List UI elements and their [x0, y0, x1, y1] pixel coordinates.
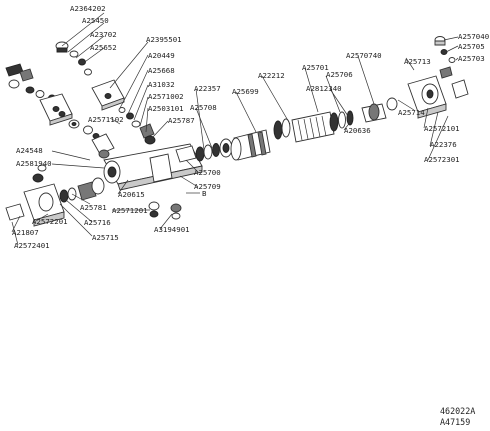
part-label: A2572201: [32, 217, 68, 226]
part-label: A2571102: [88, 115, 124, 124]
part-label: A25787: [168, 116, 195, 125]
part-label: A25706: [326, 70, 353, 79]
part-label: A25699: [232, 87, 259, 96]
left-inlet-union: [91, 133, 115, 159]
part-label: A25652: [90, 43, 117, 52]
part-label: A25709: [194, 182, 221, 191]
right-knob-cap: [434, 36, 456, 79]
drawing-code: 462022A: [440, 406, 475, 416]
part-label: A2395501: [146, 35, 182, 44]
lower-small-parts: [148, 201, 182, 220]
part-label: A20615: [118, 190, 145, 199]
part-label: A22212: [258, 71, 285, 80]
part-label: A257040: [458, 32, 489, 41]
part-label: A20449: [148, 51, 175, 60]
part-label: A21807: [12, 228, 39, 237]
part-label: A25701: [302, 63, 329, 72]
part-label: B: [202, 189, 207, 198]
part-label: A25715: [92, 233, 119, 242]
part-label: A2581940: [16, 159, 52, 168]
lower-left-handle: [5, 164, 65, 227]
part-label: A2812340: [306, 84, 342, 93]
part-label: A20636: [344, 126, 371, 135]
drawing-sub-code: A47159: [440, 417, 470, 427]
part-label: A22376: [430, 140, 457, 149]
spindle-adaptor: [361, 97, 398, 123]
part-label: A23702: [90, 30, 117, 39]
left-square-escutcheon: [39, 93, 73, 126]
left-inlet-fitting: [5, 63, 56, 102]
part-label: A25708: [190, 103, 217, 112]
upper-square-escutcheon: [91, 79, 125, 111]
thermostatic-cartridge: [230, 129, 271, 161]
part-label: A31032: [148, 80, 175, 89]
main-body: [103, 143, 203, 191]
part-label: A2571002: [148, 92, 184, 101]
part-label: A25705: [458, 42, 485, 51]
part-label: A24548: [16, 146, 43, 155]
body-right-seals: [195, 138, 233, 162]
part-label: A3194901: [154, 225, 190, 234]
lower-left-seals: [59, 177, 105, 203]
part-label: A2364202: [70, 4, 106, 13]
part-label: A2572401: [14, 241, 50, 250]
small-ring-parts-centre: [118, 107, 156, 145]
part-label: A25700: [194, 168, 221, 177]
part-label: A25781: [80, 203, 107, 212]
part-label: A25450: [82, 16, 109, 25]
right-knob: [407, 75, 447, 119]
part-label: A2572101: [424, 124, 460, 133]
part-labels: A2364202 A25450 A23702 A25652 A2395501 A…: [12, 4, 489, 250]
part-label: A22357: [194, 84, 221, 93]
part-label: A25713: [404, 57, 431, 66]
part-label: A2572301: [424, 155, 460, 164]
right-screw: [451, 79, 469, 99]
part-label: A25703: [458, 54, 485, 63]
part-label: A25714: [398, 108, 425, 117]
part-label: A2571201: [112, 206, 148, 215]
part-label: A25668: [148, 66, 175, 75]
part-label: A2570740: [346, 51, 382, 60]
leader-lines: [11, 12, 459, 246]
part-label: A25716: [84, 218, 111, 227]
part-label: A2503101: [148, 104, 184, 113]
cartridge-ring-series: [273, 110, 354, 143]
